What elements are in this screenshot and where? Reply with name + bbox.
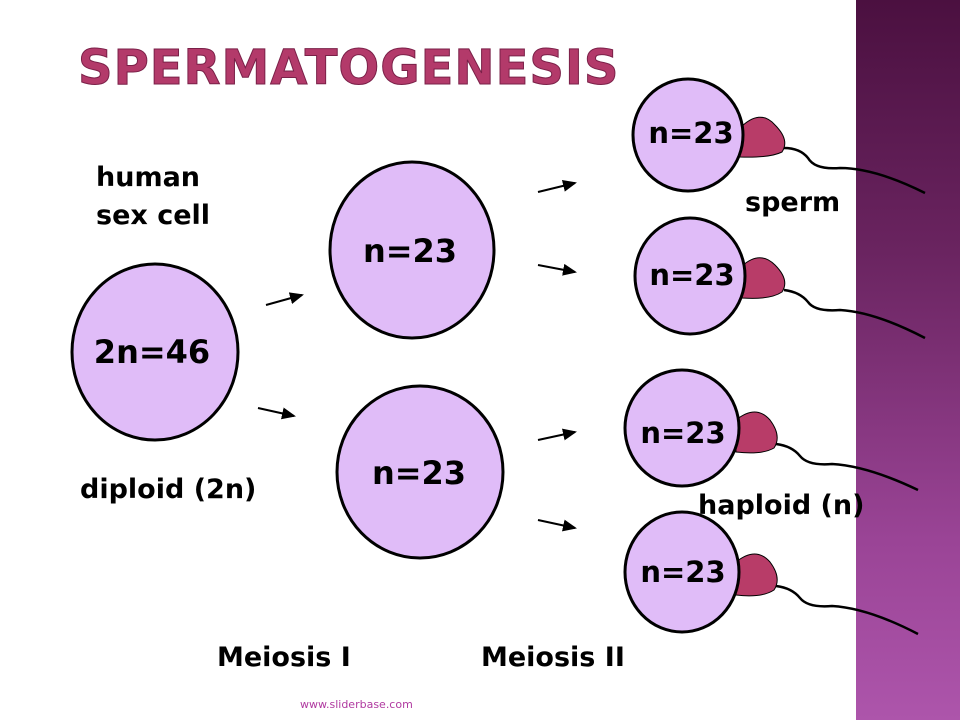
label-sperm: sperm bbox=[745, 187, 840, 218]
decorative-sidebar bbox=[856, 0, 960, 720]
arrow bbox=[265, 292, 304, 306]
sperm-cell-label: n=23 bbox=[649, 258, 734, 292]
sperm-cell: n=23 bbox=[623, 510, 919, 636]
arrow bbox=[537, 263, 577, 276]
arrow bbox=[537, 180, 577, 193]
label-meiosis-2: Meiosis II bbox=[481, 642, 625, 673]
sperm-cell-label: n=23 bbox=[648, 116, 733, 150]
label-sex-cell: sex cell bbox=[96, 200, 210, 231]
label-human: human bbox=[96, 162, 200, 193]
haploid-cell-bottom bbox=[335, 384, 505, 560]
sperm-cell-label: n=23 bbox=[640, 555, 725, 589]
diploid-cell-label: 2n=46 bbox=[94, 333, 210, 371]
sperm-cell: n=23 bbox=[633, 216, 926, 340]
footer-link[interactable]: www.sliderbase.com bbox=[300, 698, 413, 711]
slide-title: SPERMATOGENESIS bbox=[78, 40, 619, 96]
diploid-cell bbox=[70, 262, 240, 442]
label-diploid: diploid (2n) bbox=[80, 474, 256, 505]
sperm-cell-label: n=23 bbox=[640, 416, 725, 450]
arrow bbox=[257, 407, 296, 420]
arrow bbox=[537, 428, 577, 441]
label-meiosis-1: Meiosis I bbox=[217, 642, 351, 673]
sperm-cell: n=23 bbox=[631, 77, 926, 195]
label-haploid: haploid (n) bbox=[698, 490, 864, 521]
haploid-cell-top-label: n=23 bbox=[363, 232, 457, 270]
arrow bbox=[537, 519, 577, 532]
haploid-cell-top bbox=[328, 160, 496, 340]
haploid-cell-bottom-label: n=23 bbox=[372, 454, 466, 492]
sperm-cell: n=23 bbox=[623, 368, 919, 492]
